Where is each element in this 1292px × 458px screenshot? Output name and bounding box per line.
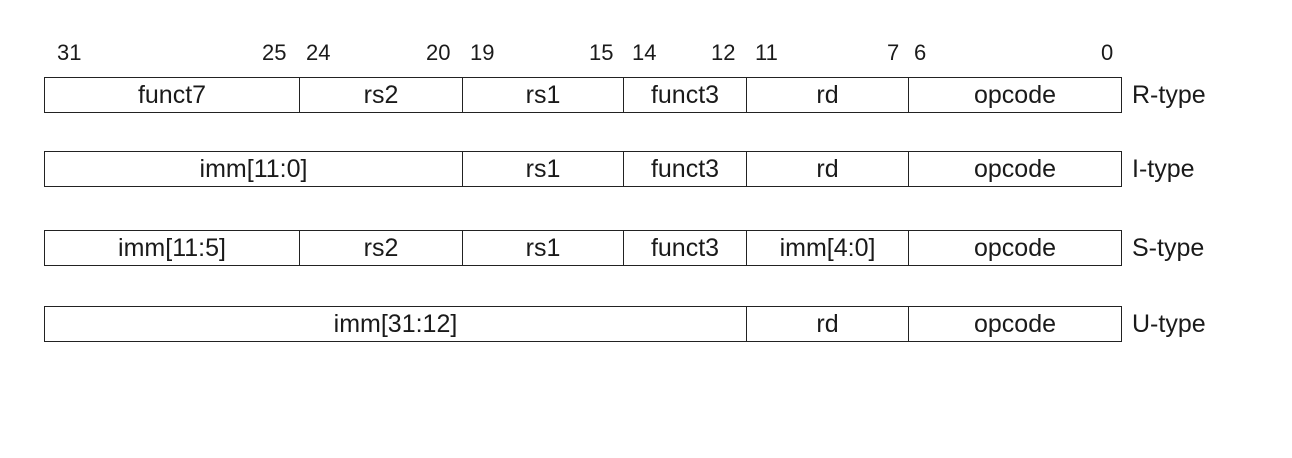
s-type-field-funct3: funct3 bbox=[623, 231, 746, 265]
i-type-field-rd: rd bbox=[746, 152, 908, 186]
r-type-field-funct7: funct7 bbox=[137, 81, 207, 109]
u-type-format-row: imm[31:12] rd opcode bbox=[44, 306, 1122, 342]
s-type-field-rs1: rs1 bbox=[462, 231, 623, 265]
bit-number-31: 31 bbox=[57, 40, 82, 65]
bit-number-6: 6 bbox=[914, 40, 927, 65]
r-type-field-rd: rd bbox=[746, 78, 908, 112]
bit-number-12: 12 bbox=[711, 40, 736, 65]
bit-number-15: 15 bbox=[589, 40, 614, 65]
s-type-field-imm-low: imm[4:0] bbox=[746, 231, 908, 265]
s-type-format-row: imm[11:5] rs2 rs1 funct3 imm[4:0] opcode bbox=[44, 230, 1122, 266]
bit-number-25: 25 bbox=[262, 40, 287, 65]
i-type-label: I-type bbox=[1132, 155, 1195, 183]
bit-number-24: 24 bbox=[306, 40, 331, 65]
u-type-field-imm: imm[31:12] bbox=[333, 310, 458, 338]
u-type-field-rd: rd bbox=[746, 307, 908, 341]
i-type-field-imm: imm[11:0] bbox=[199, 155, 308, 183]
bit-number-20: 20 bbox=[426, 40, 451, 65]
i-type-format-row: imm[11:0] rs1 funct3 rd opcode bbox=[44, 151, 1122, 187]
r-type-field-funct3: funct3 bbox=[623, 78, 746, 112]
bit-number-14: 14 bbox=[632, 40, 657, 65]
r-type-field-rs2: rs2 bbox=[299, 78, 462, 112]
s-type-field-rs2: rs2 bbox=[299, 231, 462, 265]
i-type-field-opcode: opcode bbox=[908, 152, 1121, 186]
i-type-field-rs1: rs1 bbox=[462, 152, 623, 186]
bit-number-11: 11 bbox=[755, 40, 778, 65]
u-type-field-opcode: opcode bbox=[908, 307, 1121, 341]
r-type-label: R-type bbox=[1132, 81, 1206, 109]
u-type-label: U-type bbox=[1132, 310, 1206, 338]
i-type-field-funct3: funct3 bbox=[623, 152, 746, 186]
r-type-field-opcode: opcode bbox=[908, 78, 1121, 112]
r-type-format-row: funct7 rs2 rs1 funct3 rd opcode bbox=[44, 77, 1122, 113]
bit-number-7: 7 bbox=[887, 40, 900, 65]
s-type-field-imm-high: imm[11:5] bbox=[118, 234, 226, 262]
s-type-field-opcode: opcode bbox=[908, 231, 1121, 265]
bit-number-19: 19 bbox=[470, 40, 495, 65]
bit-number-0: 0 bbox=[1101, 40, 1114, 65]
r-type-field-rs1: rs1 bbox=[462, 78, 623, 112]
s-type-label: S-type bbox=[1132, 234, 1205, 262]
